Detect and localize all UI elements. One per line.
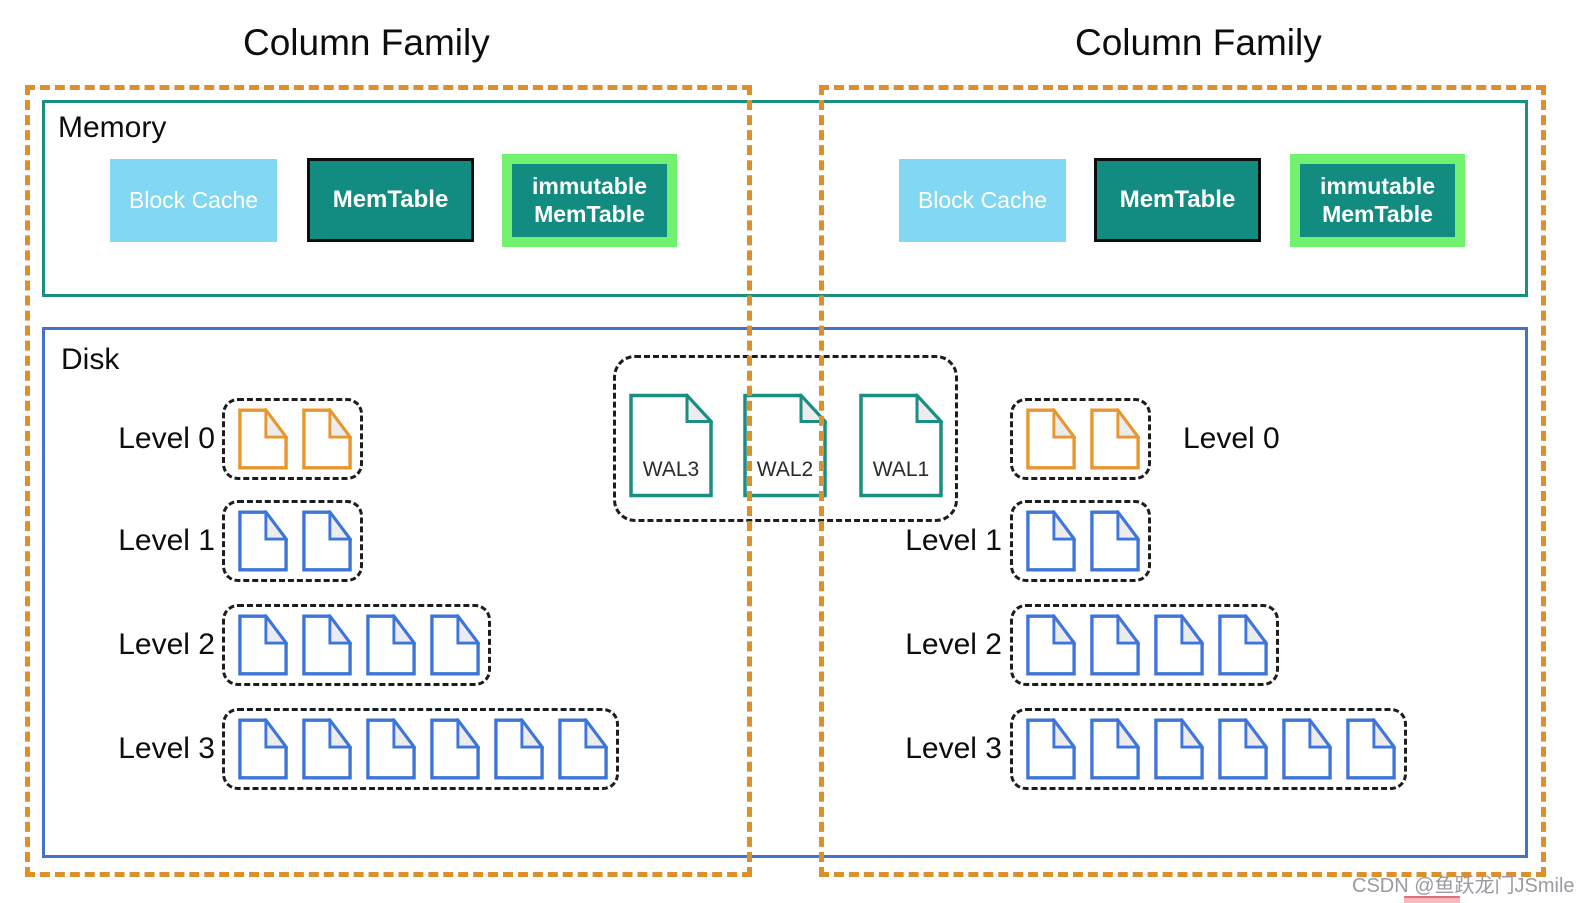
wal-file-3-label: WAL3	[642, 458, 700, 481]
sst-file-icon	[1218, 718, 1268, 780]
immutable-memtable-left-label: immutable MemTable	[531, 172, 648, 227]
wal-file-1: WAL1	[859, 393, 943, 498]
level-3-files-right	[1010, 708, 1407, 790]
sst-file-icon	[302, 718, 352, 780]
sst-file-icon	[1026, 614, 1076, 676]
sst-file-icon	[1090, 614, 1140, 676]
sst-file-icon	[430, 614, 480, 676]
level-2-files-right	[1010, 604, 1279, 686]
level-3-label-right: Level 3	[905, 732, 1002, 765]
sst-file-icon	[558, 718, 608, 780]
block-cache-left: Block Cache	[110, 159, 277, 242]
block-cache-right: Block Cache	[899, 159, 1066, 242]
sst-file-icon	[366, 614, 416, 676]
sst-file-icon	[494, 718, 544, 780]
level-1-label-right: Level 1	[905, 524, 1002, 557]
wal-file-icon	[629, 393, 713, 498]
sst-file-icon	[1218, 614, 1268, 676]
sst-file-icon	[1090, 408, 1140, 470]
sst-file-icon	[1026, 510, 1076, 572]
sst-file-icon	[238, 718, 288, 780]
wal-file-1-label: WAL1	[872, 458, 930, 481]
level-3-label-left: Level 3	[118, 732, 215, 765]
level-1-files-right	[1010, 500, 1151, 582]
level-2-label-right: Level 2	[905, 628, 1002, 661]
sst-file-icon	[1090, 718, 1140, 780]
sst-file-icon	[1154, 614, 1204, 676]
level-2-files-left	[222, 604, 491, 686]
level-1-label-left: Level 1	[118, 524, 215, 557]
block-cache-right-label: Block Cache	[917, 187, 1048, 213]
memtable-right: MemTable	[1094, 158, 1261, 242]
level-2-label-left: Level 2	[118, 628, 215, 661]
memtable-left: MemTable	[307, 158, 474, 242]
watermark-text: CSDN @鱼跃龙门JSmile	[1352, 875, 1575, 897]
memtable-right-label: MemTable	[1119, 186, 1236, 213]
wal-file-3: WAL3	[629, 393, 713, 498]
level-1-files-left	[222, 500, 363, 582]
sst-file-icon	[238, 408, 288, 470]
sst-file-icon	[302, 408, 352, 470]
sst-file-icon	[366, 718, 416, 780]
memory-label: Memory	[58, 111, 167, 144]
wal-file-2: WAL2	[743, 393, 827, 498]
sst-file-icon	[1282, 718, 1332, 780]
sst-file-icon	[1026, 408, 1076, 470]
wal-file-2-label: WAL2	[756, 458, 814, 481]
wal-group: WAL3 WAL2 WAL1	[613, 355, 958, 522]
disk-label: Disk	[61, 343, 120, 376]
memtable-left-label: MemTable	[332, 186, 449, 213]
column-family-title-right: Column Family	[1075, 22, 1322, 63]
sst-file-icon	[302, 510, 352, 572]
immutable-memtable-right-label: immutable MemTable	[1319, 172, 1436, 227]
sst-file-icon	[1090, 510, 1140, 572]
wal-file-icon	[859, 393, 943, 498]
column-family-title-left: Column Family	[243, 22, 490, 63]
immutable-memtable-left: immutable MemTable	[502, 154, 677, 247]
sst-file-icon	[1154, 718, 1204, 780]
sst-file-icon	[238, 614, 288, 676]
memory-container: Memory Block Cache MemTable immutable Me…	[42, 100, 1528, 297]
sst-file-icon	[302, 614, 352, 676]
level-0-files-left	[222, 398, 363, 480]
sst-file-icon	[1026, 718, 1076, 780]
level-0-label-left: Level 0	[118, 422, 215, 455]
level-3-files-left	[222, 708, 619, 790]
level-0-label-right: Level 0	[1183, 422, 1280, 455]
level-0-files-right	[1010, 398, 1151, 480]
watermark-highlight	[1404, 896, 1460, 903]
wal-file-icon	[743, 393, 827, 498]
block-cache-left-label: Block Cache	[128, 187, 259, 213]
sst-file-icon	[430, 718, 480, 780]
sst-file-icon	[238, 510, 288, 572]
immutable-memtable-right: immutable MemTable	[1290, 154, 1465, 247]
sst-file-icon	[1346, 718, 1396, 780]
